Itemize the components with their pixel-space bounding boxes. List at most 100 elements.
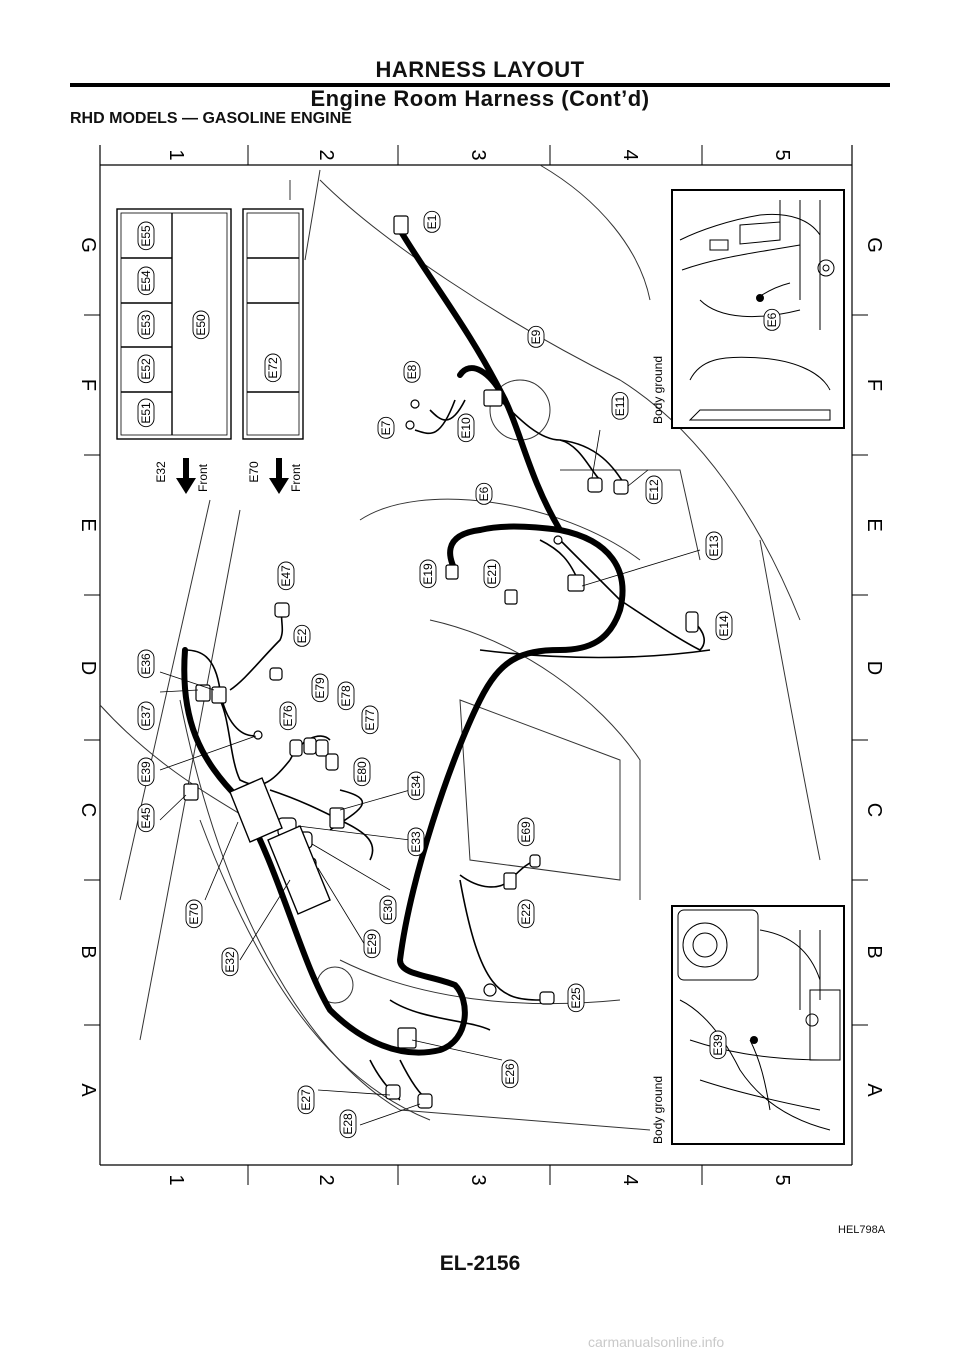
label-bubble xyxy=(567,983,585,1013)
inset-top xyxy=(671,189,845,429)
label-e32: E32 xyxy=(223,951,237,973)
label-e11: E11 xyxy=(613,395,627,416)
label-bubble xyxy=(379,895,397,925)
label-box-e70: E70 xyxy=(247,461,261,483)
label-e37: E37 xyxy=(139,705,153,727)
label-bubble xyxy=(407,827,425,857)
label-bubble xyxy=(337,681,355,711)
label-box-e32: E32 xyxy=(154,461,168,483)
label-bubble xyxy=(353,757,371,787)
col-bottom-2: 2 xyxy=(315,1174,337,1185)
label-bubble xyxy=(311,673,329,703)
label-front-2: Front xyxy=(289,463,303,492)
label-e79: E79 xyxy=(313,677,327,699)
label-bubble xyxy=(457,413,475,443)
label-bubble xyxy=(279,701,297,731)
row-left-c: C xyxy=(77,803,99,817)
label-e9: E9 xyxy=(529,329,543,344)
label-e69: E69 xyxy=(519,821,533,843)
label-e51: E51 xyxy=(139,402,153,424)
col-top-1: 1 xyxy=(165,149,187,160)
label-bubble xyxy=(137,649,155,679)
col-top-5: 5 xyxy=(771,149,793,160)
col-bottom-5: 5 xyxy=(771,1174,793,1185)
label-bubble xyxy=(192,310,210,340)
label-e80: E80 xyxy=(355,761,369,783)
label-bubble xyxy=(517,817,535,847)
label-bubble xyxy=(517,899,535,929)
label-bubble xyxy=(137,757,155,787)
relay-box-e70 xyxy=(242,208,304,440)
label-e52: E52 xyxy=(139,358,153,380)
col-top-3: 3 xyxy=(467,149,489,160)
row-right-a: A xyxy=(863,1083,885,1097)
header-rule xyxy=(70,83,890,87)
label-bubble xyxy=(277,561,295,591)
label-e13: E13 xyxy=(707,535,721,557)
label-e29: E29 xyxy=(365,933,379,955)
label-bubble xyxy=(705,531,723,561)
relay-blocks xyxy=(229,777,331,915)
col-bottom-3: 3 xyxy=(467,1174,489,1185)
leader-lines xyxy=(159,429,701,1126)
label-bubble xyxy=(339,1109,357,1139)
row-left-b: B xyxy=(77,945,99,958)
label-body-ground-bottom: Body ground xyxy=(651,1076,665,1144)
label-e77: E77 xyxy=(363,709,377,731)
label-e14: E14 xyxy=(717,615,731,637)
label-e25: E25 xyxy=(569,987,583,1009)
label-bubble xyxy=(264,353,282,383)
inset-bottom xyxy=(671,905,845,1145)
label-e54: E54 xyxy=(139,270,153,292)
label-bubble xyxy=(377,416,395,439)
label-e28: E28 xyxy=(341,1113,355,1135)
label-e50: E50 xyxy=(194,314,208,336)
label-bubble xyxy=(137,398,155,428)
label-e19: E19 xyxy=(421,563,435,585)
label-e72: E72 xyxy=(266,357,280,379)
row-left-e: E xyxy=(77,518,99,531)
label-bubble xyxy=(293,624,311,647)
label-e36: E36 xyxy=(139,653,153,675)
label-bubble xyxy=(363,929,381,959)
label-bubble xyxy=(185,899,203,929)
label-bubble xyxy=(527,325,545,348)
label-bubble xyxy=(423,210,441,233)
label-e78: E78 xyxy=(339,685,353,707)
label-bubble xyxy=(763,308,781,331)
label-bubble xyxy=(137,266,155,296)
col-bottom-4: 4 xyxy=(619,1174,641,1185)
label-e70: E70 xyxy=(187,903,201,925)
label-e30: E30 xyxy=(381,899,395,921)
row-right-f: F xyxy=(863,379,885,391)
label-e22: E22 xyxy=(519,903,533,925)
label-bubble xyxy=(221,947,239,977)
row-right-d: D xyxy=(863,661,885,675)
label-inset-e6: E6 xyxy=(765,312,779,327)
label-bubble xyxy=(419,559,437,589)
label-e45: E45 xyxy=(139,807,153,829)
front-arrows xyxy=(176,458,289,494)
label-body-ground-top: Body ground xyxy=(651,356,665,424)
label-bubble xyxy=(137,354,155,384)
label-inset-e39: E39 xyxy=(711,1034,725,1056)
label-bubble xyxy=(137,310,155,340)
label-bubble xyxy=(137,803,155,833)
label-e76: E76 xyxy=(281,705,295,727)
label-e33: E33 xyxy=(409,831,423,853)
relay-box-e32 xyxy=(116,208,232,440)
page-number: EL-2156 xyxy=(439,1252,521,1275)
col-bottom-1: 1 xyxy=(165,1174,187,1185)
label-bubble xyxy=(137,221,155,251)
label-bubble xyxy=(611,391,629,420)
label-e8: E8 xyxy=(405,364,419,379)
label-e53: E53 xyxy=(139,314,153,336)
section-title: RHD MODELS — GASOLINE ENGINE xyxy=(70,110,352,127)
label-e2: E2 xyxy=(295,628,309,643)
label-e47: E47 xyxy=(279,565,293,587)
label-e6: E6 xyxy=(477,486,491,501)
label-bubble xyxy=(475,482,493,505)
label-e1: E1 xyxy=(425,214,439,229)
label-bubble xyxy=(361,705,379,735)
